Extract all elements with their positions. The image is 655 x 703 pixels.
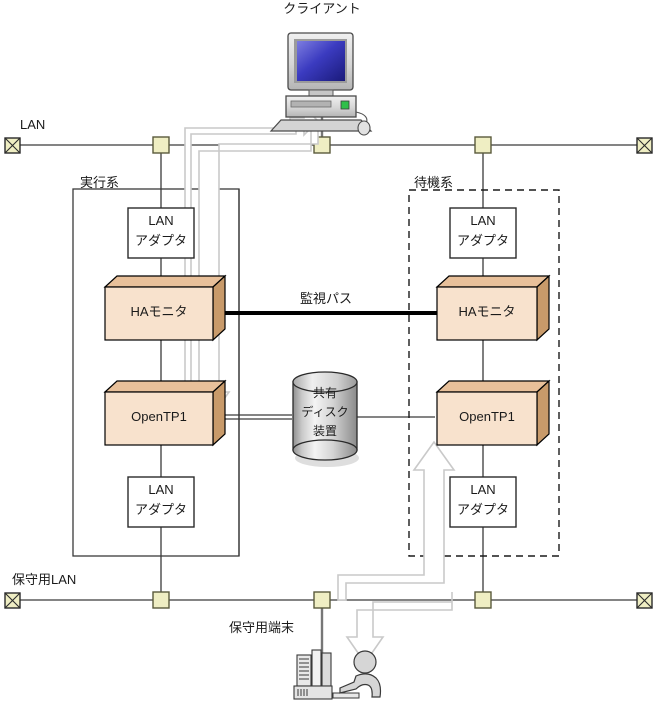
desktop-computer-icon	[269, 32, 373, 136]
active-lan-adapter-top-box	[127, 207, 195, 259]
flow-arrow-icon-client-to-active-opentp1	[187, 120, 319, 422]
lan-tap-square-icon-active	[152, 136, 170, 154]
active-ha-monitor-label: HAモニタ	[130, 304, 188, 319]
standby-ha-monitor-label: HAモニタ	[458, 304, 516, 319]
lan-terminator-x-icon-left	[4, 137, 21, 154]
standby-ha-monitor-box	[435, 274, 551, 342]
lan-terminators	[4, 137, 653, 609]
lan-label: LAN	[20, 117, 46, 132]
shared-disk-label-line1: 共有	[312, 386, 337, 400]
standby-lan-adapter-bottom-box	[449, 476, 517, 528]
standby-lan-adapter-top-label-line1: LAN	[470, 213, 496, 228]
lan-taps	[152, 136, 492, 609]
standby-opentp1-box	[435, 379, 551, 447]
lan-adapter-boxes	[127, 207, 517, 528]
client-title-label: クライアント	[283, 1, 361, 16]
active-opentp1-box	[103, 379, 227, 447]
standby-lan-adapter-top-label-line2: アダプタ	[456, 233, 509, 248]
lan-tap-square-icon-standby	[474, 136, 492, 154]
standby-lan-adapter-top-box	[449, 207, 517, 259]
active-lan-adapter-bottom-label-line2: アダプタ	[134, 502, 187, 517]
lan-terminator-x-icon-right	[636, 137, 653, 154]
standby-system-label: 待機系	[414, 175, 454, 190]
active-system-label: 実行系	[80, 175, 120, 190]
active-ha-monitor-box	[103, 274, 227, 342]
active-opentp1-label: OpenTP1	[131, 409, 187, 424]
maintenance-lan-tap-square-icon-active	[152, 591, 170, 609]
shared-disk-label-line3: 装置	[312, 424, 337, 438]
operator-at-terminal-icon	[293, 649, 382, 700]
maintenance-lan-terminator-x-icon-left	[4, 592, 21, 609]
active-lan-adapter-bottom-label-line1: LAN	[148, 482, 174, 497]
active-lan-adapter-top-label-line1: LAN	[148, 213, 174, 228]
standby-system-enclosure	[408, 189, 560, 557]
standby-lan-adapter-bottom-label-line2: アダプタ	[456, 502, 509, 517]
shared-disk-label-line2: ディスク	[301, 405, 349, 419]
maintenance-lan-label: 保守用LAN	[12, 572, 77, 587]
disk-cylinder-icon	[292, 371, 359, 467]
active-lan-adapter-bottom-box	[127, 476, 195, 528]
maintenance-lan-tap-square-icon-terminal	[313, 591, 331, 609]
standby-opentp1-label: OpenTP1	[459, 409, 515, 424]
maintenance-lan-tap-square-icon-standby	[474, 591, 492, 609]
flow-arrow-icon-maintlan-to-standby-opentp1	[337, 440, 456, 601]
standby-lan-adapter-bottom-label-line1: LAN	[470, 482, 496, 497]
maintenance-lan-terminator-x-icon-right	[636, 592, 653, 609]
maintenance-terminal-label: 保守用端末	[229, 620, 295, 635]
active-lan-adapter-top-label-line2: アダプタ	[134, 233, 187, 248]
monitoring-path-label: 監視パス	[299, 291, 352, 306]
